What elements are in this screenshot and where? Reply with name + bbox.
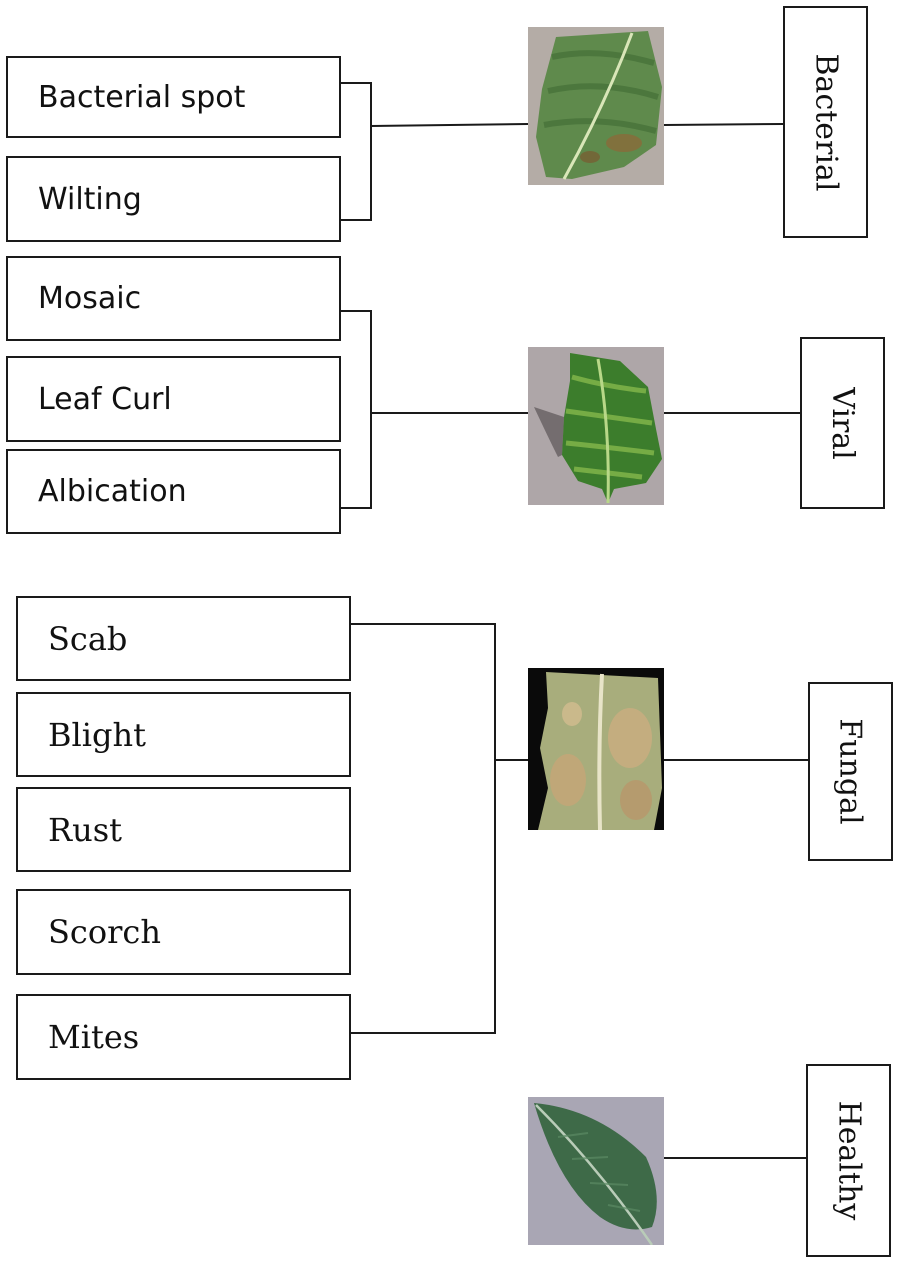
symptom-mites: Mites <box>16 994 351 1080</box>
symptom-bacterial-spot: Bacterial spot <box>6 56 341 138</box>
bacterial-bracket <box>341 82 372 221</box>
viral-leaf-photo <box>528 347 664 505</box>
category-healthy: Healthy <box>806 1064 891 1257</box>
category-fungal: Fungal <box>808 682 893 861</box>
symptom-scab: Scab <box>16 596 351 681</box>
symptom-albication: Albication <box>6 449 341 534</box>
category-bacterial: Bacterial <box>783 6 868 238</box>
symptom-blight: Blight <box>16 692 351 777</box>
viral-bracket <box>341 310 372 509</box>
symptom-wilting: Wilting <box>6 156 341 242</box>
bacterial-link-right <box>663 123 784 126</box>
symptom-scorch: Scorch <box>16 889 351 975</box>
category-viral: Viral <box>800 337 885 509</box>
fungal-bracket <box>351 623 496 1034</box>
fungal-leaf-photo <box>528 668 664 830</box>
symptom-rust: Rust <box>16 787 351 872</box>
symptom-leaf-curl: Leaf Curl <box>6 356 341 442</box>
healthy-leaf-photo <box>528 1097 664 1245</box>
bacterial-link-left <box>370 123 529 127</box>
symptom-mosaic: Mosaic <box>6 256 341 341</box>
bacterial-leaf-photo <box>528 27 664 185</box>
